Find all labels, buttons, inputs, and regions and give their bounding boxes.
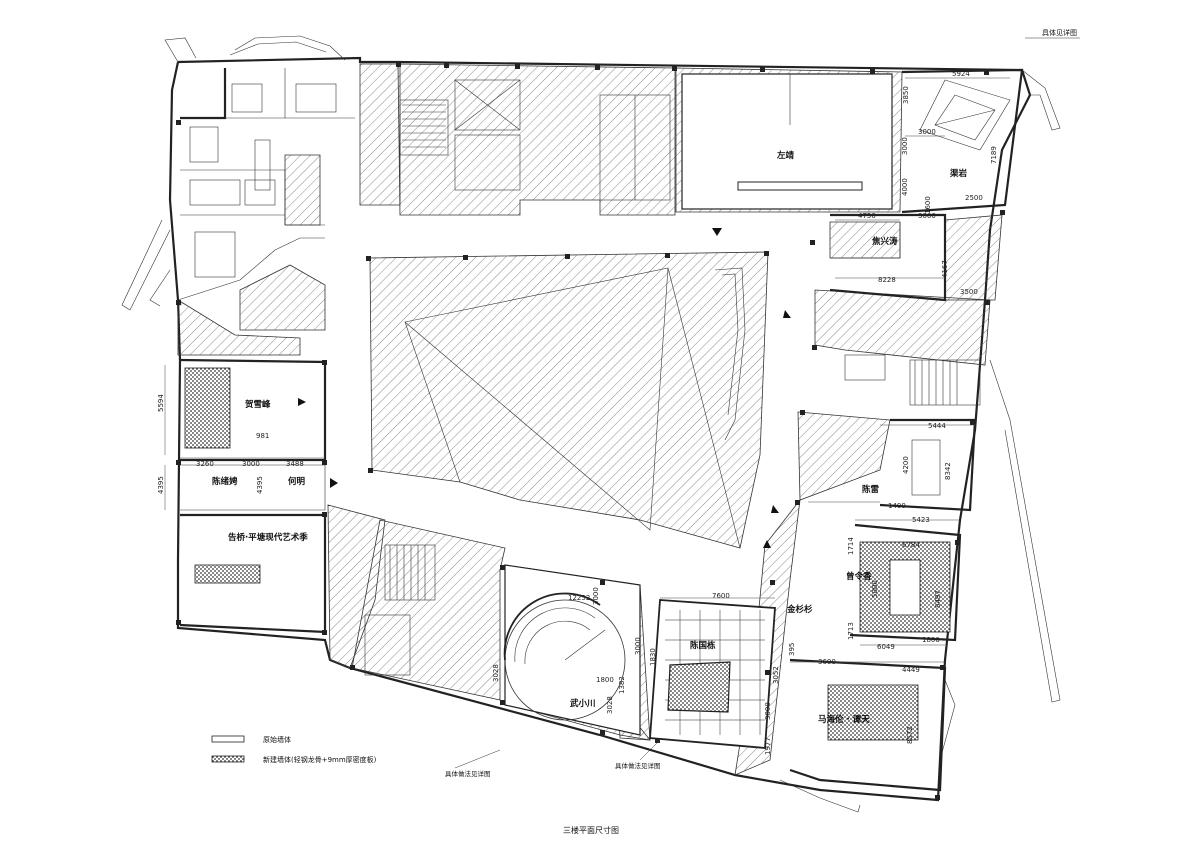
dim-label: 5594 <box>157 394 165 412</box>
dim-label: 4750 <box>858 212 876 220</box>
arrow-marker <box>763 540 771 548</box>
legend-label-original-wall: 原始墙体 <box>263 735 291 744</box>
room-label-chen-xu-ping: 陈绪娉 <box>212 476 238 487</box>
dimension-lines <box>164 77 1010 663</box>
dim-label: 1830 <box>649 648 657 666</box>
room-label-jin-shan-shan: 金杉杉 <box>786 604 813 615</box>
dim-label: 8342 <box>944 462 952 480</box>
dim-label: 3850 <box>902 86 910 104</box>
dim-label: 4167 <box>941 260 949 278</box>
room-label-zuo-jing: 左靖 <box>776 150 795 161</box>
room-label-ma-hai-lun: 马海伦 · 谭天 <box>818 714 870 725</box>
dimension-labels: 5924 3850 3000 3000 4000 7189 4750 3000 … <box>157 70 998 755</box>
dim-label: 5423 <box>912 516 930 524</box>
dim-label: 1714 <box>847 537 855 555</box>
circulation-arrows <box>298 228 791 548</box>
dim-label: 5924 <box>952 70 970 78</box>
dim-label: 1600 <box>924 196 932 214</box>
room-label-zeng-ling-xiang: 曾令香 <box>846 571 872 582</box>
dim-label: 4395 <box>256 476 264 494</box>
bottom-note-left: 具体做法见详图 <box>445 769 491 778</box>
dim-label: 3000 <box>242 460 260 468</box>
dim-label: 5444 <box>928 422 946 430</box>
dim-label: 1977 <box>764 737 772 755</box>
arrow-marker <box>298 398 306 406</box>
legend-swatch-new-wall <box>211 755 245 763</box>
building-outline <box>121 35 1061 813</box>
bottom-note-right: 具体做法见详图 <box>615 761 661 770</box>
dim-label: 395 <box>788 643 796 656</box>
dim-label: 8572 <box>906 726 914 744</box>
dim-label: 7189 <box>990 146 998 164</box>
dim-label: 3052 <box>772 666 780 684</box>
dim-label: 4200 <box>902 456 910 474</box>
room-label-he-xue-feng: 贺雪峰 <box>244 399 271 410</box>
dim-label: 6049 <box>877 643 895 651</box>
dim-label: 1800 <box>596 676 614 684</box>
dim-label: 3000 <box>634 637 642 655</box>
dim-label: 3000 <box>918 212 936 220</box>
room-label-jiao-xing-tao: 焦兴涛 <box>871 236 898 247</box>
dim-label: 3000 <box>592 587 600 605</box>
dim-label: 8228 <box>878 276 896 284</box>
legend-swatch-original-wall <box>211 735 245 743</box>
arrow-marker <box>712 228 722 236</box>
dim-label: 4395 <box>157 476 165 494</box>
dim-label: 3028 <box>492 664 500 682</box>
drawing-title: 三楼平面尺寸图 <box>563 825 619 835</box>
arrow-marker <box>771 505 779 513</box>
dim-label: 3500 <box>960 288 978 296</box>
dim-label: 3488 <box>286 460 304 468</box>
dim-label: 1800 <box>922 636 940 644</box>
partitions <box>177 68 1024 792</box>
room-label-he-ming: 何明 <box>288 476 306 487</box>
room-label-qu-yan: 渠岩 <box>950 168 968 179</box>
top-right-note: 具体见详图 <box>1042 28 1077 37</box>
dim-label: 6784 <box>902 541 920 549</box>
room-label-chen-lei: 陈雷 <box>862 484 880 495</box>
dim-label: 1382 <box>618 676 626 694</box>
room-label-chen-guo-dong: 陈国栋 <box>690 640 716 651</box>
legend-label-new-wall: 新建墙体(轻钢龙骨+9mm厚密度板) <box>263 755 377 764</box>
dim-label: 7600 <box>712 592 730 600</box>
dim-label: 3000 <box>918 128 936 136</box>
dim-label: 12252 <box>568 594 590 602</box>
dim-label: 5000 <box>871 580 879 598</box>
dim-label: 3000 <box>901 137 909 155</box>
dim-label: 3600 <box>818 658 836 666</box>
dim-label: 1713 <box>847 622 855 640</box>
dim-label: 4449 <box>902 666 920 674</box>
dim-label: 3028 <box>606 696 614 714</box>
columns <box>176 62 1005 800</box>
dim-label: 4000 <box>901 178 909 196</box>
room-label-wu-xiao-chuan: 武小川 <box>570 698 596 709</box>
arrow-marker <box>783 310 791 318</box>
dim-label: 1400 <box>888 502 906 510</box>
legend: 原始墙体 新建墙体(轻钢龙骨+9mm厚密度板) <box>211 735 377 764</box>
dim-label: 3260 <box>196 460 214 468</box>
dim-label: 3000 <box>764 702 772 720</box>
dim-label: 981 <box>256 432 269 440</box>
dim-label: 8497 <box>934 590 942 608</box>
arrow-marker <box>330 478 338 488</box>
room-label-art-project: 告桥·平塘现代艺术季 <box>228 532 308 543</box>
dim-label: 2500 <box>965 194 983 202</box>
